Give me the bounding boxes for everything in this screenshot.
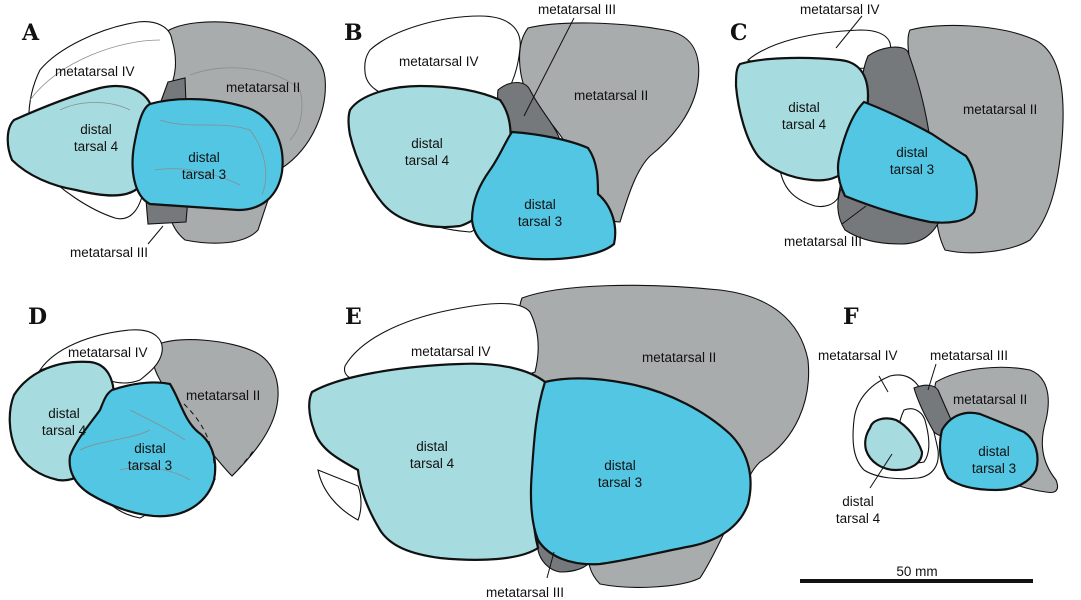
label-distal-tarsal-3-line1: distal — [978, 444, 1010, 459]
label-metatarsal-ii: metatarsal II — [186, 388, 260, 403]
scale-bar-label: 50 mm — [896, 564, 937, 579]
panel-f: F metatarsal IV metatarsal II metatarsal… — [818, 304, 1058, 526]
label-metatarsal-iii: metatarsal III — [784, 234, 862, 249]
label-distal-tarsal-4-line2: tarsal 4 — [410, 456, 455, 471]
label-distal-tarsal-4-line1: distal — [788, 100, 820, 115]
panel-b: B metatarsal IV metatarsal II metatarsal… — [344, 2, 699, 259]
label-metatarsal-iii: metatarsal III — [70, 245, 148, 260]
label-metatarsal-iv: metatarsal IV — [800, 2, 880, 17]
panel-e: E metatarsal IV metatarsal II metatarsal… — [309, 285, 808, 600]
label-distal-tarsal-3-line2: tarsal 3 — [972, 461, 1016, 476]
label-distal-tarsal-4-line2: tarsal 4 — [405, 153, 450, 168]
label-metatarsal-ii: metatarsal II — [953, 392, 1027, 407]
label-distal-tarsal-3-line1: distal — [188, 150, 220, 165]
label-distal-tarsal-3-line2: tarsal 3 — [598, 475, 642, 490]
label-distal-tarsal-4-line1: distal — [842, 494, 874, 509]
label-metatarsal-ii: metatarsal II — [226, 80, 300, 95]
label-distal-tarsal-3-line2: tarsal 3 — [128, 458, 172, 473]
label-distal-tarsal-3-line1: distal — [134, 441, 166, 456]
scale-bar: 50 mm — [800, 564, 1033, 583]
label-metatarsal-iii: metatarsal III — [538, 2, 616, 17]
label-metatarsal-iii: metatarsal III — [930, 348, 1008, 363]
label-distal-tarsal-4-line2: tarsal 4 — [836, 511, 881, 526]
label-metatarsal-iv: metatarsal IV — [68, 345, 148, 360]
label-distal-tarsal-3-line2: tarsal 3 — [182, 167, 226, 182]
label-metatarsal-ii: metatarsal II — [574, 88, 648, 103]
scale-bar-line — [800, 579, 1033, 583]
panel-letter-d: D — [28, 304, 47, 330]
label-metatarsal-ii: metatarsal II — [963, 102, 1037, 117]
metatarsal-iv-lower-shape — [318, 470, 361, 520]
label-metatarsal-iv: metatarsal IV — [55, 64, 135, 79]
panel-d: D metatarsal IV metatarsal II distal tar… — [10, 304, 278, 518]
label-distal-tarsal-4-line1: distal — [80, 122, 112, 137]
label-distal-tarsal-4-line1: distal — [416, 439, 448, 454]
panel-letter-b: B — [344, 20, 363, 46]
panel-a: A metatarsal IV metatarsal II metatarsal… — [8, 20, 326, 260]
label-metatarsal-iv: metatarsal IV — [818, 348, 898, 363]
panel-letter-e: E — [345, 304, 362, 330]
panel-c: C metatarsal IV metatarsal II metatarsal… — [730, 2, 1063, 253]
label-distal-tarsal-4-line1: distal — [48, 406, 80, 421]
label-metatarsal-iv: metatarsal IV — [411, 344, 491, 359]
panel-letter-c: C — [730, 20, 748, 46]
label-distal-tarsal-4-line2: tarsal 4 — [782, 117, 827, 132]
label-distal-tarsal-3-line1: distal — [896, 145, 928, 160]
label-metatarsal-iii: metatarsal III — [486, 585, 564, 600]
label-distal-tarsal-4-line1: distal — [411, 136, 443, 151]
label-distal-tarsal-3-line2: tarsal 3 — [518, 214, 562, 229]
label-distal-tarsal-3-line1: distal — [604, 458, 636, 473]
label-distal-tarsal-3-line2: tarsal 3 — [890, 162, 934, 177]
label-metatarsal-iv: metatarsal IV — [399, 54, 479, 69]
label-distal-tarsal-3-line1: distal — [524, 197, 556, 212]
panel-letter-f: F — [843, 304, 859, 330]
panel-letter-a: A — [21, 20, 40, 46]
label-distal-tarsal-4-line2: tarsal 4 — [74, 139, 119, 154]
label-distal-tarsal-4-line2: tarsal 4 — [42, 423, 87, 438]
label-metatarsal-ii: metatarsal II — [642, 350, 716, 365]
